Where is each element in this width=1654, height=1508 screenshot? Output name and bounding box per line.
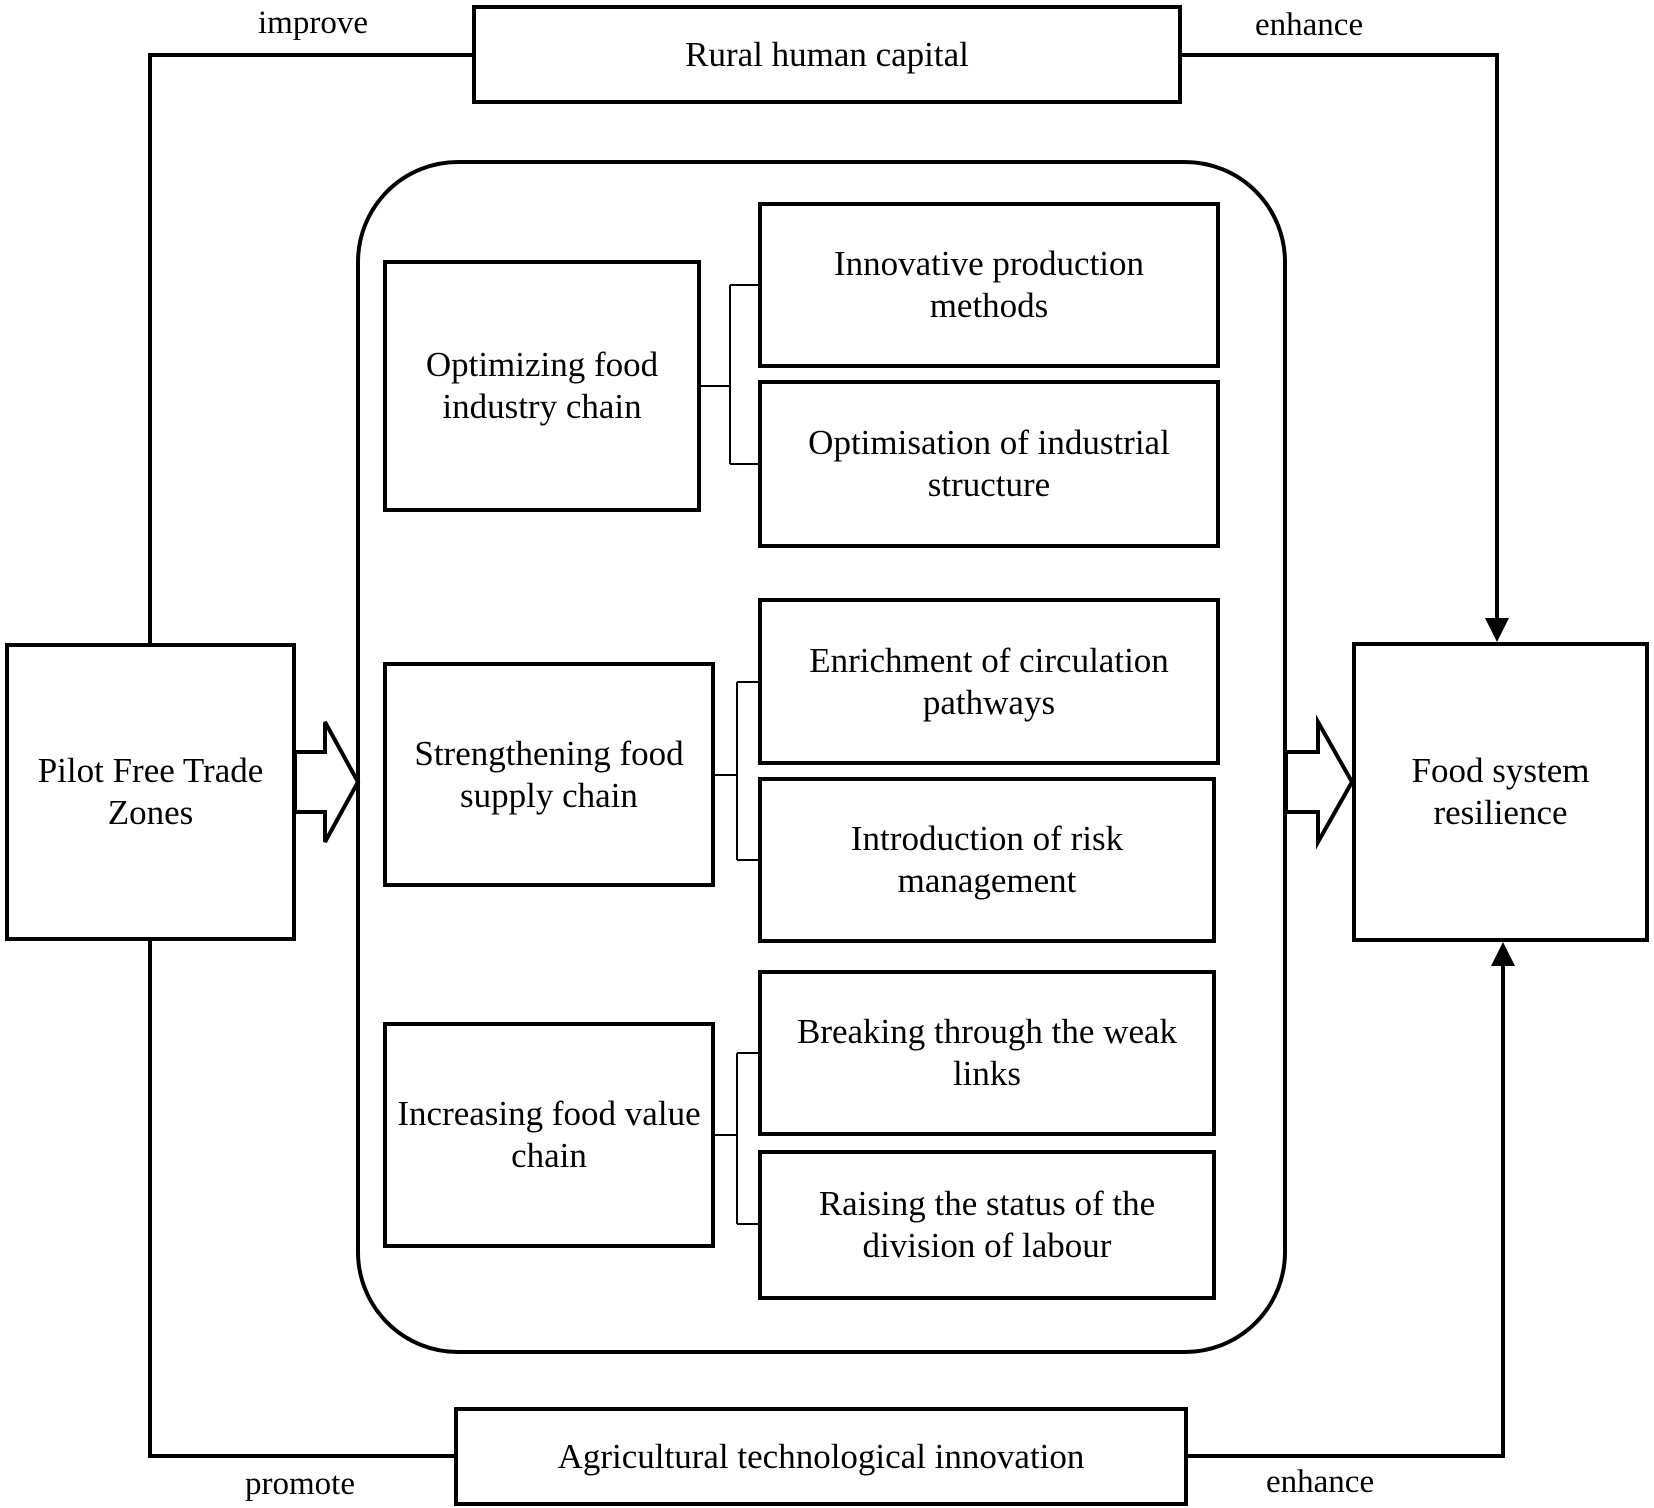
node-industrial-structure: Optimisation of industrial structure xyxy=(758,380,1220,548)
node-industrial-structure-label: Optimisation of industrial structure xyxy=(808,423,1170,504)
node-rural-human-capital-label: Rural human capital xyxy=(685,34,969,74)
node-risk-management-label: Introduction of risk management xyxy=(850,819,1124,900)
edge-label-improve: improve xyxy=(258,5,368,41)
node-industry-chain: Optimizing food industry chain xyxy=(383,260,701,512)
edge-ftz-to-ag-innovation xyxy=(148,941,456,1458)
node-rural-human-capital: Rural human capital xyxy=(472,5,1182,104)
node-division-of-labour: Raising the status of the division of la… xyxy=(758,1150,1216,1300)
node-pilot-ftz: Pilot Free Trade Zones xyxy=(5,643,296,941)
edge-label-enhance-bottom: enhance xyxy=(1266,1464,1375,1500)
node-pilot-ftz-label: Pilot Free Trade Zones xyxy=(37,751,264,832)
node-ag-tech-innovation: Agricultural technological innovation xyxy=(454,1407,1188,1506)
edge-ag-innovation-to-resilience xyxy=(1186,962,1505,1458)
node-weak-links: Breaking through the weak links xyxy=(758,970,1216,1136)
node-value-chain-label: Increasing food value chain xyxy=(397,1094,701,1175)
edge-label-enhance-top: enhance xyxy=(1255,7,1364,43)
edge-label-promote: promote xyxy=(245,1466,355,1502)
node-industry-chain-label: Optimizing food industry chain xyxy=(425,345,659,426)
node-innovative-production-label: Innovative production methods xyxy=(833,244,1145,325)
node-circulation-pathways: Enrichment of circulation pathways xyxy=(758,598,1220,765)
node-innovative-production: Innovative production methods xyxy=(758,202,1220,368)
node-ag-tech-innovation-label: Agricultural technological innovation xyxy=(557,1436,1085,1476)
node-division-of-labour-label: Raising the status of the division of la… xyxy=(818,1184,1156,1265)
node-supply-chain: Strengthening food supply chain xyxy=(383,662,715,887)
block-arrow-right xyxy=(1284,714,1355,850)
arrowhead-top xyxy=(1485,618,1509,642)
node-supply-chain-label: Strengthening food supply chain xyxy=(414,733,684,815)
arrowhead-bottom xyxy=(1491,942,1515,966)
edge-ftz-to-human-capital xyxy=(148,53,474,643)
node-food-system-resilience-label: Food system resilience xyxy=(1411,751,1590,832)
node-food-system-resilience: Food system resilience xyxy=(1352,642,1649,942)
edge-human-capital-to-resilience xyxy=(1180,53,1499,622)
node-weak-links-label: Breaking through the weak links xyxy=(796,1012,1178,1093)
block-arrow-left xyxy=(293,721,361,843)
node-circulation-pathways-label: Enrichment of circulation pathways xyxy=(809,640,1169,722)
node-risk-management: Introduction of risk management xyxy=(758,777,1216,943)
node-value-chain: Increasing food value chain xyxy=(383,1022,715,1248)
